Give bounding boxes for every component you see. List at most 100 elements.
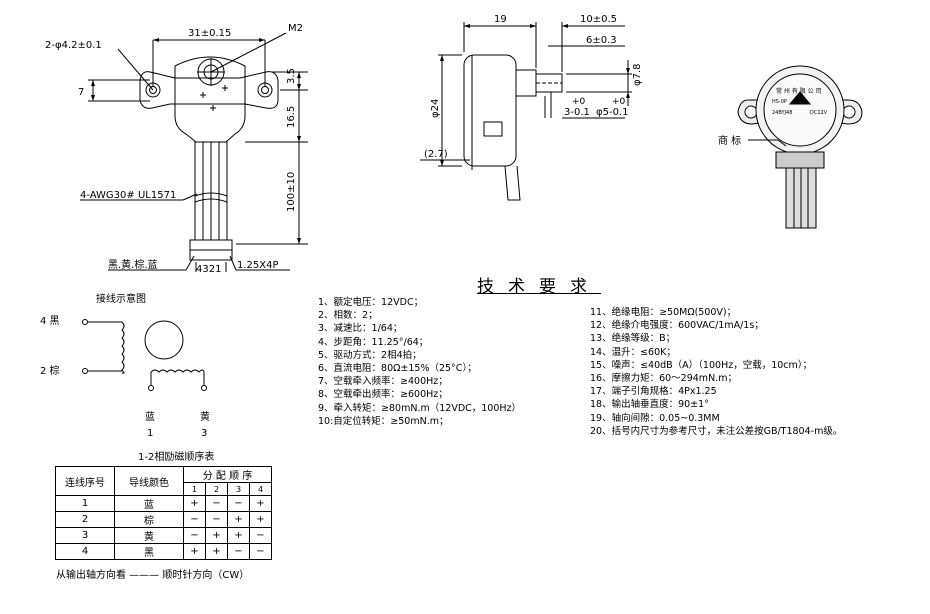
side-dim-10: 10±0.5 — [580, 14, 617, 25]
requirements-left: 1、额定电压：12VDC； 2、相数：2； 3、减速比：1/64； 4、步距角：… — [318, 296, 521, 428]
cell: − — [183, 511, 206, 528]
requirement-item: 11、绝缘电阻：≥50MΩ(500V)； — [590, 307, 737, 318]
col-header-sequence: 分 配 顺 序 — [183, 466, 272, 483]
requirements-title: 技术要求 — [477, 277, 601, 297]
row-color: 黑 — [114, 543, 184, 560]
connector-pins: 4321 — [196, 264, 221, 275]
side-dim-6: 6±0.3 — [586, 35, 617, 46]
row-color: 蓝 — [114, 495, 184, 512]
requirement-item: 4、步距角：11.25°/64； — [318, 336, 429, 348]
table-row: 2 棕 − − + + — [55, 511, 272, 528]
cell: − — [205, 495, 228, 512]
cell: + — [183, 495, 206, 512]
table-row: 3 黄 − + + − — [55, 527, 272, 544]
wire4-label: 4 黑 — [40, 315, 60, 327]
row-color: 棕 — [114, 511, 184, 528]
svg-text:DC12V: DC12V — [810, 110, 828, 116]
requirements-right: 11、绝缘电阻：≥50MΩ(500V)； 12、绝缘介电强度：600VAC/1m… — [590, 306, 842, 438]
cell: + — [249, 511, 272, 528]
side-dim-5: φ5-0.1 — [596, 107, 628, 118]
wire1-name: 蓝 — [145, 411, 155, 423]
row-no: 2 — [55, 511, 115, 528]
requirement-item: 16、摩擦力矩：60～294mN.m； — [590, 372, 737, 384]
cell: − — [249, 543, 272, 560]
cell: − — [205, 511, 228, 528]
requirement-item: 15、噪声：≤40dB（A）（100Hz，空载，10cm）； — [590, 359, 813, 371]
requirement-item: 17、端子引角规格：4Px1.25 — [590, 386, 717, 398]
side-dim-3: 3-0.1 — [564, 107, 590, 118]
cell: + — [227, 511, 250, 528]
cell: − — [227, 543, 250, 560]
table-row: 4 黑 + + − − — [55, 543, 272, 560]
motor-front-view — [80, 32, 308, 272]
cell: + — [249, 495, 272, 512]
cell: − — [183, 527, 206, 544]
cell: − — [249, 527, 272, 544]
wire-colors: 黑.黄.棕.蓝 — [108, 258, 158, 271]
row-no: 3 — [55, 527, 115, 544]
wire1-num: 1 — [147, 428, 153, 439]
table-row: 1 蓝 + − − + — [55, 495, 272, 512]
wire3-name: 黄 — [200, 410, 210, 423]
row-color: 黄 — [114, 527, 184, 544]
side-dim-2-7: (2.7) — [424, 149, 448, 160]
col-header-color: 导线颜色 — [114, 466, 184, 496]
trademark-print: 常 州 有 限 公 司 HS-0P 24BYJ48 DC12V — [772, 87, 828, 116]
rotation-note: 从输出轴方向看 ——— 顺时针方向（CW） — [56, 570, 250, 581]
cell: + — [205, 543, 228, 560]
dim-width: 31±0.15 — [188, 28, 231, 39]
trademark-label: 商 标 — [718, 134, 741, 147]
side-dim-8: φ7.8 — [632, 64, 643, 87]
side-dim-3-sup: +0 — [572, 97, 586, 107]
side-dim-19: 19 — [494, 14, 507, 25]
requirement-item: 6、直流电阻：80Ω±15%（25°C）； — [318, 362, 477, 374]
wire2-label: 2 棕 — [40, 364, 60, 377]
cell: + — [183, 543, 206, 560]
label-m2: M2 — [288, 23, 303, 34]
step-header: 2 — [205, 482, 228, 496]
requirement-item: 8、空载牵出频率：≥600Hz； — [318, 389, 448, 401]
requirement-item: 19、轴向间隙：0.05~0.3MM — [590, 412, 720, 424]
step-header: 3 — [227, 482, 250, 496]
motor-side-view — [420, 22, 632, 201]
requirement-item: 12、绝缘介电强度：600VAC/1mA/1s； — [590, 320, 764, 332]
requirement-item: 13、绝缘等级：B； — [590, 333, 676, 345]
motor-photo-view — [737, 65, 863, 229]
requirement-item: 1、额定电压：12VDC； — [318, 297, 424, 308]
svg-text:24BYJ48: 24BYJ48 — [772, 110, 792, 116]
side-dim-24: φ24 — [430, 99, 441, 118]
dim-100: 100±10 — [286, 172, 297, 212]
requirement-item: 9、牵入转矩：≥80mN.m（12VDC，100Hz） — [318, 402, 522, 414]
cell: + — [227, 527, 250, 544]
requirement-item: 20、括号内尺寸为参考尺寸，未注公差按GB/T1804-m级。 — [590, 425, 843, 437]
row-no: 1 — [55, 495, 115, 512]
dim-7: 7 — [78, 87, 84, 98]
cell: − — [227, 495, 250, 512]
requirement-item: 10:自定位转矩：≥50mN.m； — [318, 415, 449, 427]
row-no: 4 — [55, 543, 115, 560]
connector-pitch: 1.25X4P — [237, 260, 279, 271]
wire3-num: 3 — [201, 428, 207, 439]
wiring-title: 接线示意图 — [96, 294, 146, 305]
requirement-item: 5、驱动方式：2相4拍； — [318, 349, 422, 361]
wiring-schematic — [82, 319, 207, 391]
side-dim-5-sup: +0 — [612, 97, 626, 107]
cable-spec: 4-AWG30# UL1571 — [80, 190, 176, 201]
svg-text:HS-0P: HS-0P — [772, 99, 787, 105]
sequence-table: 连线序号 导线颜色 分 配 顺 序 1 2 3 4 1 蓝 + − − + 2 … — [55, 466, 272, 560]
cell: + — [205, 527, 228, 544]
svg-text:常 州 有 限 公 司: 常 州 有 限 公 司 — [776, 87, 822, 95]
dim-16-5: 16.5 — [286, 106, 297, 128]
step-header: 1 — [183, 482, 206, 496]
requirement-item: 3、减速比：1/64； — [318, 323, 403, 335]
col-header-no: 连线序号 — [55, 466, 115, 496]
requirement-item: 14、温升：≤60K； — [590, 346, 676, 358]
requirement-item: 7、空载牵入频率：≥400Hz； — [318, 376, 448, 388]
requirement-item: 18、输出轴垂直度：90±1° — [590, 399, 709, 411]
dim-3-5: 3.5 — [286, 68, 297, 84]
step-header: 4 — [249, 482, 272, 496]
sequence-table-title: 1-2相励磁顺序表 — [138, 452, 215, 463]
requirement-item: 2、相数：2； — [318, 310, 378, 322]
dim-holes: 2-φ4.2±0.1 — [45, 40, 102, 51]
